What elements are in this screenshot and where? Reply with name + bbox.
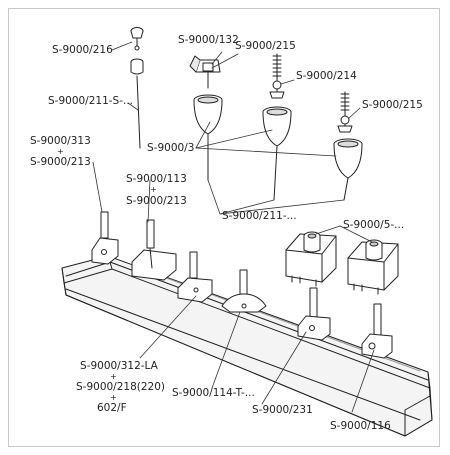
label-s9000-215-b: S-9000/215	[362, 99, 423, 111]
label-plus-313: +	[57, 147, 64, 156]
label-s9000-214: S-9000/214	[296, 70, 357, 82]
label-s9000-211: S-9000/211-...	[222, 210, 297, 222]
label-s9000-132: S-9000/132	[178, 34, 239, 46]
slider-312-la	[177, 251, 213, 303]
slider-113	[131, 219, 177, 281]
label-s9000-231: S-9000/231	[252, 404, 313, 416]
label-s9000-211-s: S-9000/211-S-...	[48, 95, 134, 107]
label-s9000-113: S-9000/113	[126, 173, 187, 185]
slider-231	[297, 287, 331, 341]
label-s9000-116: S-9000/116	[330, 420, 391, 432]
label-s9000-114-t: S-9000/114-T-...	[172, 387, 255, 399]
label-s9000-313: S-9000/313	[30, 135, 91, 147]
ceiling-cup-left	[189, 55, 223, 135]
slider-114-t	[221, 269, 267, 313]
cable-middle	[273, 145, 278, 201]
leader-lines	[92, 41, 375, 413]
connector-block-5-right	[347, 239, 399, 295]
label-plus-312: +	[110, 372, 117, 381]
label-s9000-5: S-9000/5-...	[343, 219, 405, 231]
cable-stop-216	[130, 27, 144, 75]
connector-block-5-left	[285, 231, 337, 287]
ceiling-cup-right	[333, 91, 363, 179]
cable-211s	[136, 75, 141, 149]
ceiling-cup-middle	[262, 53, 292, 147]
label-plus-218: +	[110, 393, 117, 402]
label-602-f: 602/F	[97, 402, 127, 414]
label-s9000-3: S-9000/3	[147, 142, 195, 154]
label-s9000-218-220: S-9000/218(220)	[76, 381, 165, 393]
label-s9000-215-a: S-9000/215	[235, 40, 296, 52]
cable-right	[343, 177, 349, 201]
label-s9000-213-b: S-9000/213	[126, 195, 187, 207]
label-s9000-216: S-9000/216	[52, 44, 113, 56]
label-s9000-312-la: S-9000/312-LA	[80, 360, 158, 372]
label-s9000-213-a: S-9000/213	[30, 156, 91, 168]
slider-313	[91, 211, 119, 265]
label-plus-113: +	[150, 185, 157, 194]
slider-116	[361, 303, 393, 359]
